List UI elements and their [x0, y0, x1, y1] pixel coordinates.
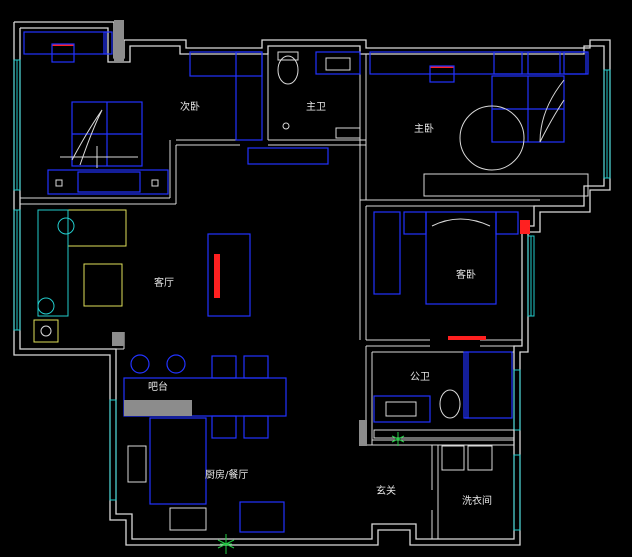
public-bath-fixtures — [373, 351, 515, 439]
second-bedroom-furniture — [23, 31, 263, 195]
label-bar: 吧台 — [148, 380, 168, 393]
laundry-fixtures — [437, 445, 493, 510]
label-laundry: 洗衣间 — [462, 494, 492, 507]
label-public-bath: 公卫 — [410, 372, 430, 383]
bar-dining-furniture — [123, 354, 287, 533]
label-living-room: 客厅 — [154, 276, 174, 289]
guest-bedroom-furniture — [373, 211, 519, 340]
label-entrance: 玄关 — [376, 484, 396, 497]
label-second-bedroom: 次卧 — [180, 100, 200, 113]
plant-icons — [217, 432, 405, 554]
exterior-walls — [13, 21, 611, 546]
master-bedroom-furniture — [369, 51, 589, 234]
label-kitchen-dining: 厨房/餐厅 — [205, 468, 248, 481]
master-bath-fixtures — [247, 51, 361, 165]
living-room-furniture — [33, 209, 251, 343]
label-master-bath: 主卫 — [306, 101, 326, 113]
windows — [13, 59, 611, 531]
label-guest-bedroom: 客卧 — [456, 268, 476, 281]
label-master-bedroom: 主卧 — [414, 122, 434, 135]
structural-columns — [112, 20, 367, 446]
